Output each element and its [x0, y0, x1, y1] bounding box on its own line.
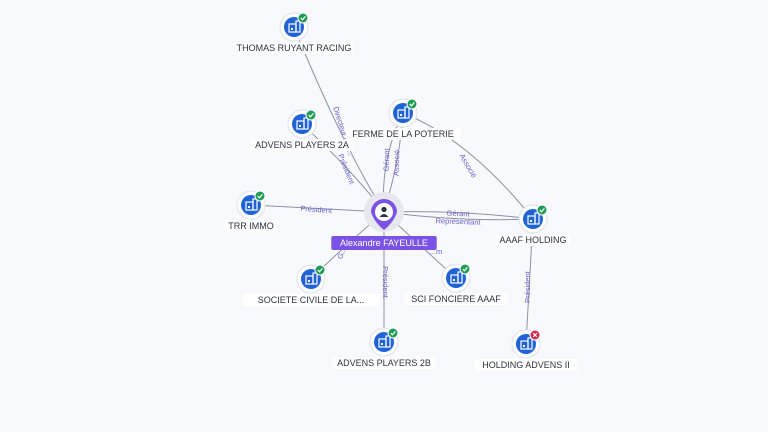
company-node-sci[interactable]: SCI FONCIERE AAAF	[404, 263, 508, 305]
edge-label: Associé	[392, 150, 402, 177]
node-label: HOLDING ADVENS II	[482, 360, 570, 370]
company-node-aaaf[interactable]: AAAF HOLDING	[495, 204, 571, 246]
check-badge-icon	[387, 327, 399, 339]
node-label: FERME DE LA POTERIE	[352, 129, 454, 139]
node-label: TRR IMMO	[228, 221, 274, 231]
node-label: ADVENS PLAYERS 2B	[337, 358, 431, 368]
node-label: SOCIETE CIVILE DE LA...	[258, 295, 365, 305]
check-badge-icon	[297, 12, 309, 24]
edge-label: Représentant	[435, 216, 481, 227]
company-node-thomas[interactable]: THOMAS RUYANT RACING	[234, 12, 354, 54]
node-label: AAAF HOLDING	[499, 235, 566, 245]
check-badge-icon	[536, 204, 548, 216]
check-badge-icon	[254, 190, 266, 202]
edge-label: Associé	[458, 152, 479, 179]
check-badge-icon	[305, 109, 317, 121]
node-label: THOMAS RUYANT RACING	[237, 43, 352, 53]
check-badge-icon	[406, 98, 418, 110]
company-node-trr[interactable]: TRR IMMO	[224, 190, 278, 232]
check-badge-icon	[314, 264, 326, 276]
person-name: Alexandre FAYEULLE	[340, 238, 428, 248]
company-node-advens2a[interactable]: ADVENS PLAYERS 2A	[250, 109, 354, 151]
edge-center-trr	[250, 204, 385, 213]
check-badge-icon	[459, 263, 471, 275]
edge-aaaf-ferme	[402, 112, 534, 220]
edge-label: Président	[523, 270, 532, 303]
node-label: SCI FONCIERE AAAF	[411, 294, 501, 304]
edge-label: Gérant	[382, 147, 392, 171]
company-node-holding2[interactable]: HOLDING ADVENS II	[474, 329, 578, 371]
person-node[interactable]: Alexandre FAYEULLE	[331, 192, 437, 250]
edge-label: ...m	[430, 247, 443, 256]
edge-label: Président	[381, 266, 390, 299]
edge-label: Président	[300, 204, 333, 215]
edge-label: Gérant	[446, 209, 470, 219]
nodes-layer: THOMAS RUYANT RACING ADVENS PLAYERS 2AFER…	[224, 12, 578, 371]
person-label-badge	[331, 236, 437, 250]
company-node-ferme[interactable]: FERME DE LA POTERIE	[345, 98, 461, 140]
company-node-advens2b[interactable]: ADVENS PLAYERS 2B	[332, 327, 436, 369]
person-icon	[381, 206, 387, 213]
node-label: ADVENS PLAYERS 2A	[255, 140, 349, 150]
company-node-sc[interactable]: SOCIETE CIVILE DE LA...	[242, 264, 380, 306]
